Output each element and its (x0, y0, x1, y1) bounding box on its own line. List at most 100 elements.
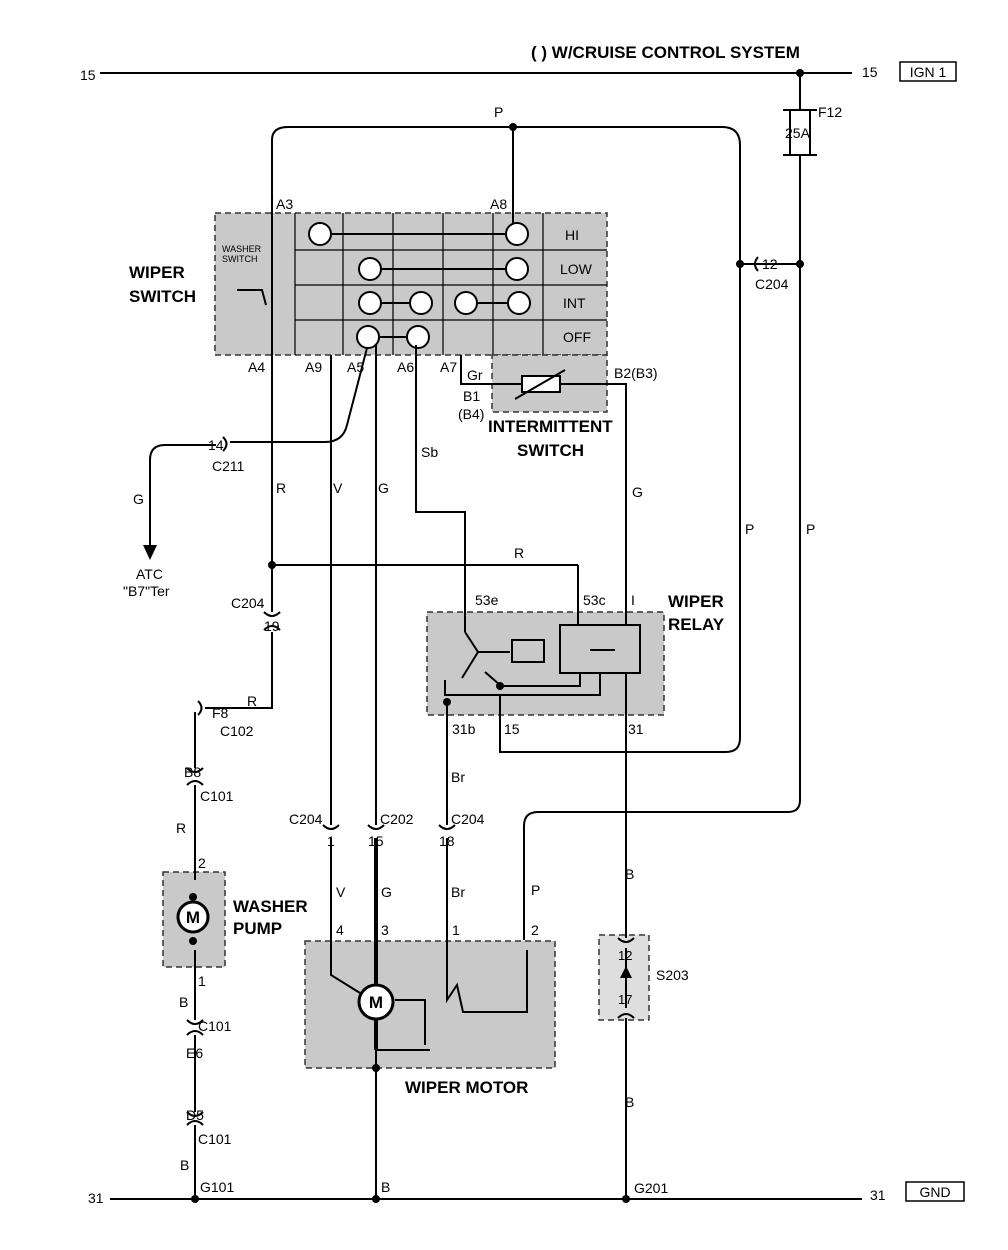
svg-text:P: P (531, 882, 540, 898)
svg-text:F8: F8 (212, 705, 229, 721)
svg-text:V: V (336, 884, 346, 900)
svg-text:15: 15 (504, 721, 520, 737)
svg-text:A9: A9 (305, 359, 322, 375)
svg-text:B8: B8 (184, 764, 201, 780)
svg-text:C211: C211 (212, 458, 245, 474)
svg-text:S203: S203 (656, 967, 689, 983)
fuse-rating: 25A (785, 125, 811, 141)
wire-p-motor (523, 264, 801, 940)
svg-text:31: 31 (88, 1190, 104, 1206)
splice-arrow-icon (620, 966, 632, 978)
svg-text:M: M (186, 908, 200, 927)
svg-text:ATC: ATC (136, 566, 163, 582)
svg-text:15: 15 (368, 833, 384, 849)
svg-text:WASHER: WASHER (233, 897, 308, 916)
svg-text:2: 2 (531, 922, 539, 938)
svg-text:C101: C101 (198, 1131, 232, 1147)
svg-text:15: 15 (80, 67, 96, 83)
ign1-tag: IGN 1 (910, 64, 947, 80)
svg-text:2: 2 (198, 855, 206, 871)
svg-text:19: 19 (264, 618, 280, 634)
wire-r-f8 (205, 632, 273, 709)
svg-text:A6: A6 (397, 359, 414, 375)
svg-text:A3: A3 (276, 196, 293, 212)
svg-text:SWITCH: SWITCH (222, 254, 258, 264)
svg-text:Gr: Gr (467, 367, 483, 383)
svg-text:1: 1 (198, 973, 206, 989)
svg-text:12: 12 (618, 948, 632, 963)
svg-text:Br: Br (451, 884, 465, 900)
gnd-tag: GND (919, 1184, 950, 1200)
svg-text:4: 4 (336, 922, 344, 938)
svg-text:53c: 53c (583, 592, 606, 608)
svg-text:31: 31 (628, 721, 644, 737)
svg-text:SWITCH: SWITCH (517, 441, 584, 460)
wire-g-atc (230, 347, 368, 443)
svg-text:G: G (378, 480, 389, 496)
svg-text:P: P (745, 521, 754, 537)
svg-text:B2(B3): B2(B3) (614, 365, 658, 381)
svg-text:12: 12 (762, 256, 778, 272)
svg-text:Br: Br (451, 769, 465, 785)
svg-text:15: 15 (862, 64, 878, 80)
svg-text:B: B (179, 994, 188, 1010)
svg-text:A8: A8 (490, 196, 507, 212)
svg-text:1: 1 (327, 833, 335, 849)
svg-text:18: 18 (439, 833, 455, 849)
svg-text:C204: C204 (289, 811, 323, 827)
svg-text:R: R (276, 480, 286, 496)
svg-text:B: B (625, 866, 634, 882)
svg-text:(B4): (B4) (458, 406, 484, 422)
svg-text:C204: C204 (755, 276, 789, 292)
wiper-switch-grid (294, 213, 607, 355)
svg-text:C101: C101 (200, 788, 234, 804)
svg-text:D5: D5 (186, 1107, 204, 1123)
svg-text:R: R (514, 545, 524, 561)
svg-text:A7: A7 (440, 359, 457, 375)
svg-text:A4: A4 (248, 359, 265, 375)
svg-text:C102: C102 (220, 723, 254, 739)
svg-text:HI: HI (565, 227, 579, 243)
wire-g-relay (560, 383, 627, 625)
wire-g-atc-2 (149, 444, 216, 545)
svg-text:E6: E6 (186, 1045, 203, 1061)
svg-text:B: B (381, 1179, 390, 1195)
svg-text:C204: C204 (451, 811, 485, 827)
wiper-switch-contacts (237, 222, 531, 349)
svg-text:3: 3 (381, 922, 389, 938)
intermittent-resistor (514, 369, 566, 400)
svg-text:I: I (631, 592, 635, 608)
connector-arcs (186, 256, 759, 1126)
svg-text:V: V (333, 480, 343, 496)
wire-p-top (271, 126, 741, 753)
svg-text:C204: C204 (231, 595, 265, 611)
svg-text:1: 1 (452, 922, 460, 938)
svg-text:A5: A5 (347, 359, 364, 375)
diagram-title: ( ) W/CRUISE CONTROL SYSTEM (531, 43, 800, 62)
svg-text:17: 17 (618, 992, 632, 1007)
svg-text:R: R (247, 693, 257, 709)
svg-text:31: 31 (870, 1187, 886, 1203)
svg-text:INTERMITTENT: INTERMITTENT (488, 417, 613, 436)
svg-text:31b: 31b (452, 721, 476, 737)
fuse-name: F12 (818, 104, 842, 120)
svg-text:C202: C202 (380, 811, 414, 827)
svg-text:G101: G101 (200, 1179, 234, 1195)
wiper-motor-box (304, 940, 556, 1069)
svg-text:G: G (381, 884, 392, 900)
svg-text:M: M (369, 993, 383, 1012)
svg-text:INT: INT (563, 295, 586, 311)
svg-text:G: G (133, 491, 144, 507)
svg-text:C101: C101 (198, 1018, 232, 1034)
svg-text:G: G (632, 484, 643, 500)
wiper-relay-box (426, 611, 665, 716)
svg-text:RELAY: RELAY (668, 615, 725, 634)
wiper-motor-armature: M (357, 983, 395, 1021)
svg-text:B: B (180, 1157, 189, 1173)
svg-text:PUMP: PUMP (233, 919, 282, 938)
svg-text:14: 14 (208, 437, 224, 453)
wiper-relay-internals (444, 624, 641, 700)
svg-text:SWITCH: SWITCH (129, 287, 196, 306)
svg-text:Sb: Sb (421, 444, 438, 460)
svg-text:R: R (176, 820, 186, 836)
